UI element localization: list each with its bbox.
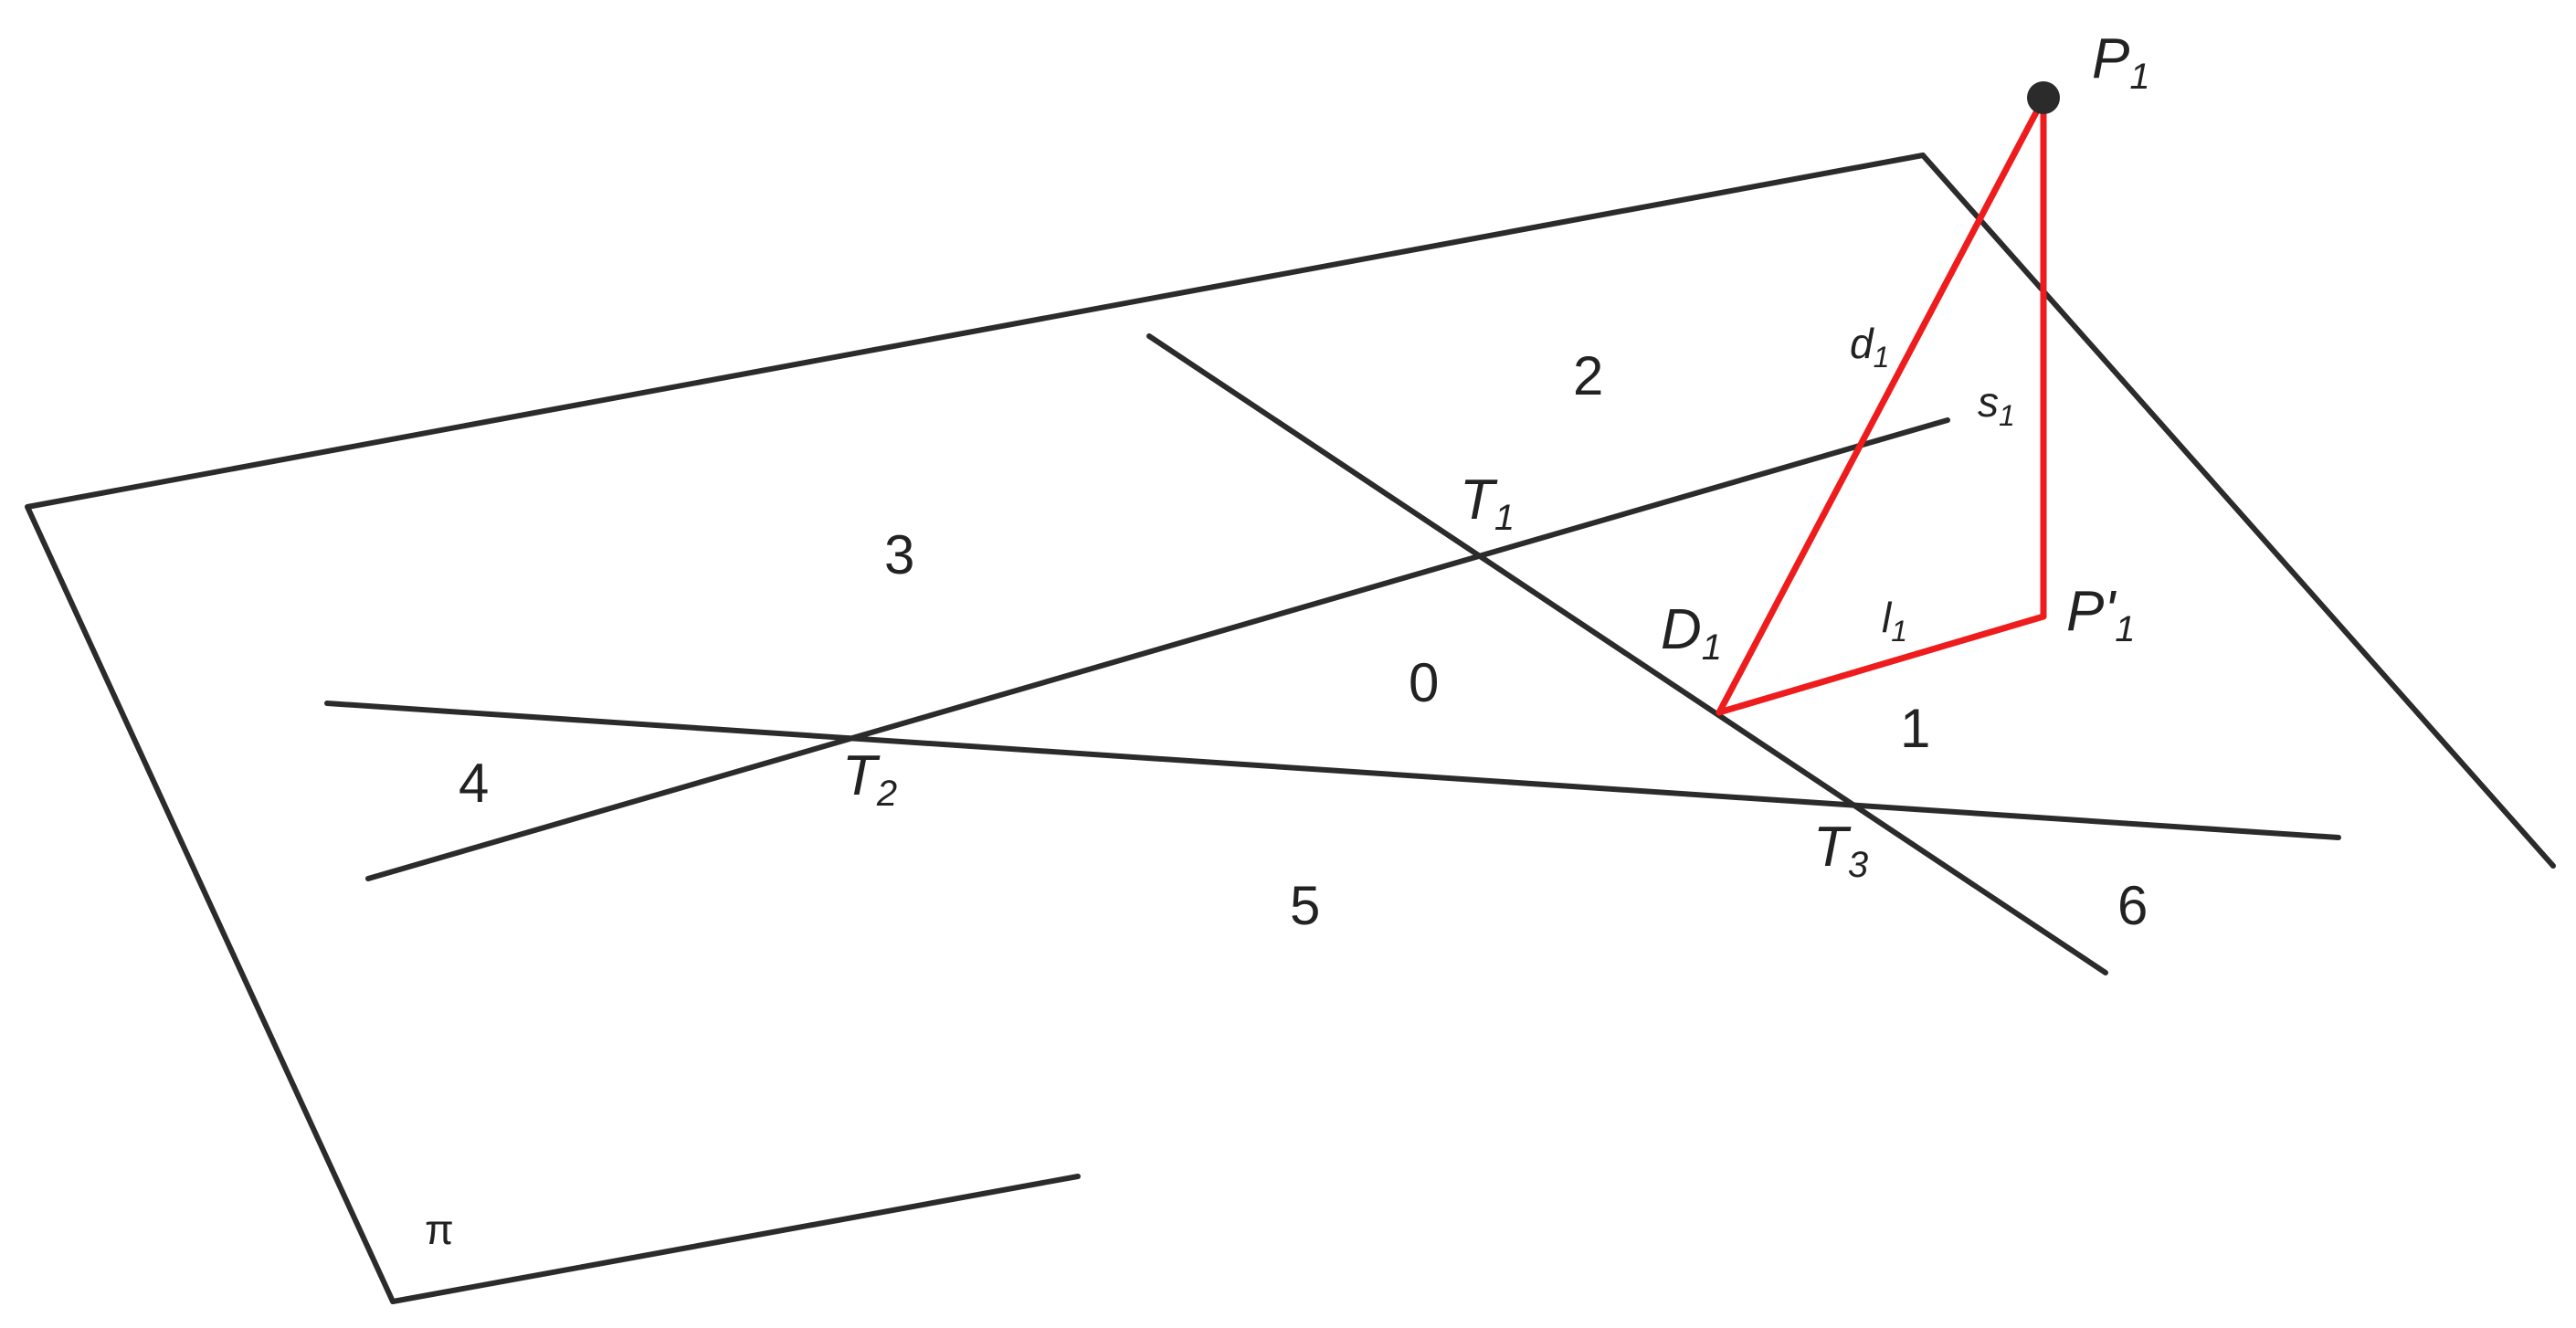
label-d1-distance: d1	[1850, 320, 1889, 374]
plane-lines	[324, 333, 2341, 975]
label-t2: T2	[842, 744, 897, 814]
line-t2-t3	[324, 701, 2341, 840]
point-p1	[2027, 81, 2060, 114]
label-d1-point: D1	[1661, 598, 1722, 668]
label-p1-projection: P'1	[2066, 580, 2135, 649]
region-2: 2	[1573, 345, 1603, 406]
region-0: 0	[1409, 652, 1439, 713]
distance-construction	[1716, 95, 2047, 716]
region-1: 1	[1900, 698, 1930, 759]
region-4: 4	[459, 753, 489, 814]
label-plane: π	[425, 1206, 454, 1253]
line-s1	[365, 417, 1950, 881]
label-t3: T3	[1813, 816, 1868, 885]
label-p1: P1	[2092, 27, 2150, 97]
plane-outline	[25, 153, 2556, 1304]
label-s1: s1	[1978, 378, 2015, 432]
plane-edge-right	[1920, 153, 2556, 869]
plane-edge-top-left-bottom	[25, 153, 1926, 1304]
region-3: 3	[884, 524, 914, 585]
segment-d1	[1716, 95, 2047, 716]
label-t1: T1	[1460, 469, 1515, 538]
label-l1: l1	[1882, 594, 1907, 648]
segment-l1	[1716, 613, 2047, 716]
region-6: 6	[2117, 875, 2148, 936]
line-t1-t3	[1146, 333, 2108, 975]
region-5: 5	[1290, 875, 1320, 936]
